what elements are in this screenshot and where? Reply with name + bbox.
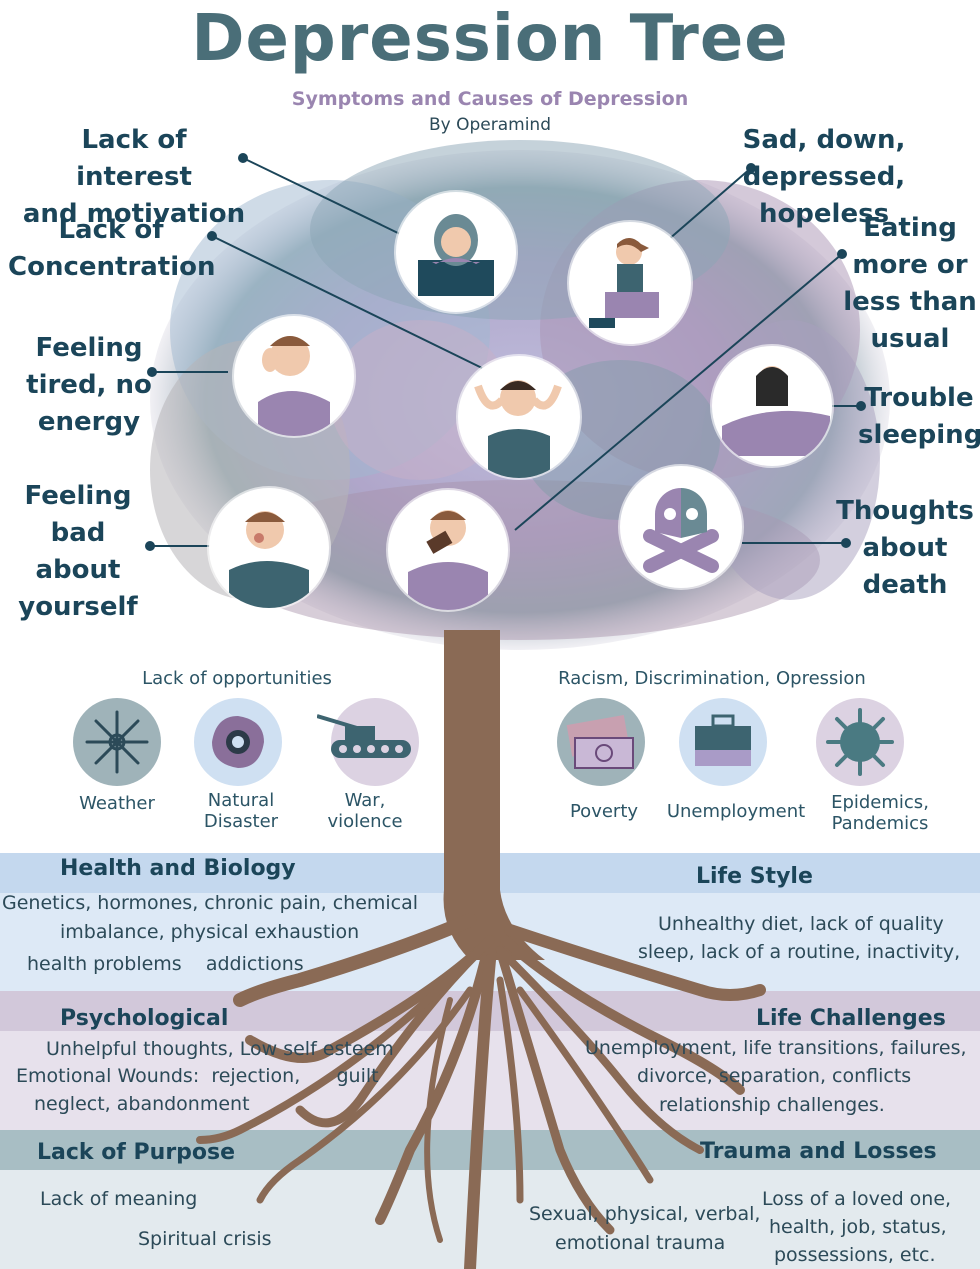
weather-icon-circle: [73, 698, 161, 786]
epidemics-label-line-2: Pandemics: [831, 813, 929, 834]
symptom-sad: Sad, down, depressed, hopeless: [668, 122, 980, 233]
disaster-label-line-1: Natural: [207, 790, 275, 811]
briefcase-icon: [695, 714, 751, 766]
unemployment-icon-circle: [679, 698, 767, 786]
lifestyle-line-1: Unhealthy diet, lack of quality: [658, 913, 944, 935]
purpose-line-1: Lack of meaning: [40, 1188, 198, 1210]
skull-crossbones-illustration: [620, 466, 742, 588]
psychological-heading: Psychological: [60, 1006, 229, 1031]
purpose-line-2: Spiritual crisis: [138, 1228, 272, 1250]
stressed-man-illustration: [458, 356, 580, 478]
symptom-concentration: Lack of Concentration: [8, 212, 216, 286]
war-icon-circle: [317, 698, 419, 786]
epidemics-label: Epidemics,Pandemics: [810, 792, 950, 834]
symptom-tired-line-2: tired, no: [26, 370, 152, 400]
symptom-sleeping-line-1: Trouble: [864, 383, 974, 413]
band-purpose: [0, 1170, 980, 1269]
challenges-line-3: relationship challenges.: [659, 1094, 885, 1116]
virus-icon: [826, 708, 894, 776]
symptom-interest-line-2: and motivation: [22, 199, 246, 229]
trauma-line-3: Loss of a loved one,: [762, 1188, 952, 1210]
symptom-sleeping: Trouble sleeping: [858, 380, 980, 454]
external-right-heading: Racism, Discrimination, Opression: [558, 668, 866, 689]
tree-trunk: [443, 630, 545, 960]
symptom-sleeping-line-2: sleeping: [858, 420, 980, 450]
challenges-line-1: Unemployment, life transitions, failures…: [585, 1037, 967, 1059]
lifestyle-heading: Life Style: [696, 864, 813, 889]
trauma-line-2: emotional trauma: [555, 1232, 726, 1254]
challenges-line-2: divorce, separation, conflicts: [637, 1065, 912, 1087]
snowflake-icon: [85, 710, 149, 774]
psychological-line-2: Emotional Wounds: rejection, guilt: [16, 1065, 379, 1087]
challenges-heading: Life Challenges: [756, 1006, 946, 1031]
epidemics-label-line-1: Epidemics,: [831, 792, 929, 813]
health-heading: Health and Biology: [60, 856, 296, 881]
leader-lines: [145, 153, 866, 551]
page-byline: By Operamind: [428, 115, 551, 135]
psychological-line-3: neglect, abandonment: [34, 1093, 250, 1115]
symptom-interest: Lack of interest and motivation: [20, 122, 248, 233]
external-left-heading: Lack of opportunities: [142, 668, 332, 689]
war-label: War,violence: [305, 790, 425, 832]
lifestyle-line-2: sleep, lack of a routine, inactivity,: [638, 941, 961, 963]
unemployment-label: Unemployment: [656, 801, 816, 822]
symptom-concentration-line-2: Concentration: [8, 252, 216, 282]
weather-label: Weather: [57, 793, 177, 814]
symptom-eating-line-4: usual: [870, 324, 950, 354]
symptom-bad-line-1: Feeling: [24, 481, 132, 511]
unemployment-label-line-1: Unemployment: [666, 801, 806, 822]
band-psych: [0, 1031, 980, 1130]
trauma-line-4: health, job, status,: [769, 1216, 947, 1238]
symptom-interest-line-1: Lack of interest: [76, 125, 192, 192]
weather-label-line-1: Weather: [79, 793, 155, 814]
sleepless-woman-illustration: [712, 346, 832, 466]
disaster-icon-circle: [194, 698, 282, 786]
symptom-death-line-2: about: [862, 533, 948, 563]
health-line-1: Genetics, hormones, chronic pain, chemic…: [2, 892, 419, 914]
symptom-sad-line-2: hopeless: [758, 199, 890, 229]
symptom-eating-line-1: Eating: [863, 213, 957, 243]
page-subtitle: Symptoms and Causes of Depression: [291, 88, 689, 110]
laptop-person-illustration: [396, 192, 516, 312]
symptom-eating-line-3: less than: [843, 287, 977, 317]
poverty-label-line-1: Poverty: [569, 801, 639, 822]
eating-man-illustration: [388, 490, 508, 610]
band-purpose-header: [0, 1130, 980, 1170]
war-label-line-1: War,: [344, 790, 386, 811]
trauma-heading: Trauma and Losses: [700, 1139, 937, 1164]
tired-man-illustration: [234, 316, 354, 436]
symptom-death-line-1: Thoughts: [836, 496, 974, 526]
trauma-line-5: possessions, etc.: [774, 1244, 936, 1266]
symptom-bad-line-3: yourself: [18, 592, 138, 622]
trauma-line-1: Sexual, physical, verbal,: [529, 1203, 761, 1225]
psychological-line-1: Unhelpful thoughts, Low self esteem: [46, 1038, 394, 1060]
money-icon: [566, 715, 634, 769]
symptom-death-line-3: death: [862, 570, 948, 600]
epidemic-icon-circle: [816, 698, 904, 786]
purpose-heading: Lack of Purpose: [37, 1140, 236, 1165]
tree-roots: [196, 913, 766, 1269]
page-title: Depression Tree: [191, 2, 789, 76]
symptom-death: Thoughts about death: [836, 493, 974, 604]
tank-icon: [317, 714, 411, 758]
symptom-sad-line-1: Sad, down, depressed,: [742, 125, 906, 192]
poverty-label: Poverty: [540, 801, 668, 822]
symptom-tired-line-1: Feeling: [35, 333, 143, 363]
sad-girl-illustration: [569, 222, 691, 344]
war-label-line-2: violence: [327, 811, 403, 832]
hurricane-icon: [212, 716, 264, 768]
symptom-eating-line-2: more or: [852, 250, 968, 280]
symptom-bad: Feeling bad about yourself: [4, 478, 152, 626]
disaster-label-line-2: Disaster: [203, 811, 279, 832]
health-line-3: health problems addictions: [27, 953, 304, 975]
symptom-eating: Eating more or less than usual: [842, 210, 978, 358]
symptom-bad-line-2: bad about: [35, 518, 121, 585]
embarrassed-man-illustration: [209, 488, 329, 608]
symptom-tired-line-3: energy: [37, 407, 141, 437]
symptom-tired: Feeling tired, no energy: [18, 330, 160, 441]
symptom-concentration-line-1: Lack of: [58, 215, 164, 245]
poverty-icon-circle: [557, 698, 645, 786]
health-line-2: imbalance, physical exhaustion: [60, 921, 360, 943]
